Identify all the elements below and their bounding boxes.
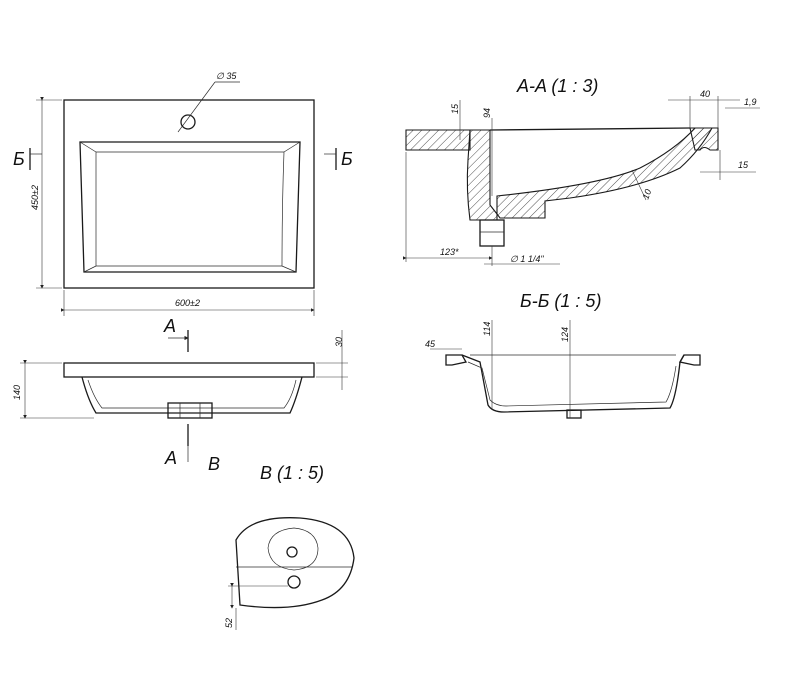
section-aa-rim-left xyxy=(405,129,471,151)
bb-drain xyxy=(566,409,582,419)
section-aa-bottom xyxy=(496,127,713,219)
basin-outline-top xyxy=(63,99,315,289)
dim-aa-10: 10 xyxy=(640,188,653,201)
hole-dimension: ∅ 35 xyxy=(216,71,237,81)
front-rim xyxy=(63,362,315,378)
top-view: ∅ 35 600±2 450±2 Б Б xyxy=(13,71,353,316)
depth-dimension: 450±2 xyxy=(30,185,40,210)
bb-rim-right xyxy=(678,354,701,366)
dim-detail-52: 52 xyxy=(224,618,234,628)
section-a-a-title: A-A (1 : 3) xyxy=(516,76,598,96)
section-marker-b-right: Б xyxy=(341,149,353,169)
section-b-b: Б-Б (1 : 5) 45 114 124 xyxy=(425,291,701,419)
bb-bowl-inner xyxy=(467,361,677,407)
dim-aa-drain: ∅ 1 1/4" xyxy=(510,254,544,264)
section-aa-rim-right xyxy=(689,127,719,151)
front-bowl xyxy=(81,376,303,414)
section-marker-b-left: Б xyxy=(13,149,25,169)
dim-aa-94: 94 xyxy=(482,108,492,118)
rim-dimension: 30 xyxy=(334,337,344,347)
detail-b-outline xyxy=(235,517,355,609)
dim-bb-114: 114 xyxy=(482,322,492,336)
detail-b-recess xyxy=(267,527,319,571)
dim-bb-124: 124 xyxy=(560,327,570,342)
detail-b: B (1 : 5) 52 xyxy=(224,463,355,630)
section-aa-wall xyxy=(466,129,498,221)
dim-aa-15-top: 15 xyxy=(450,103,460,114)
front-drain xyxy=(167,402,213,419)
dim-aa-40: 40 xyxy=(700,89,710,99)
dim-aa-123: 123* xyxy=(440,247,459,257)
bowl-outline xyxy=(79,141,301,273)
bb-rim-left xyxy=(445,354,468,366)
detail-marker-b: B xyxy=(208,454,220,474)
bb-bowl-outer xyxy=(461,354,685,413)
height-dimension: 140 xyxy=(12,385,22,400)
front-view: 140 30 A A B xyxy=(12,316,348,474)
detail-b-overflow-hole xyxy=(287,575,301,589)
bowl-floor xyxy=(95,151,285,267)
width-dimension: 600±2 xyxy=(175,298,200,308)
section-marker-a-bottom: A xyxy=(164,448,177,468)
section-aa-drain xyxy=(479,219,505,247)
dim-aa-1-9: 1,9 xyxy=(744,97,757,107)
section-marker-a-top: A xyxy=(163,316,176,336)
dim-aa-15-right: 15 xyxy=(738,160,749,170)
section-b-b-title: Б-Б (1 : 5) xyxy=(520,291,601,311)
section-a-a: A-A (1 : 3) 15 94 40 1,9 15 10 123* xyxy=(403,76,760,266)
dim-bb-45: 45 xyxy=(425,339,436,349)
detail-b-tap-hole xyxy=(286,546,298,558)
tap-hole xyxy=(180,114,196,130)
detail-b-title: B (1 : 5) xyxy=(260,463,324,483)
